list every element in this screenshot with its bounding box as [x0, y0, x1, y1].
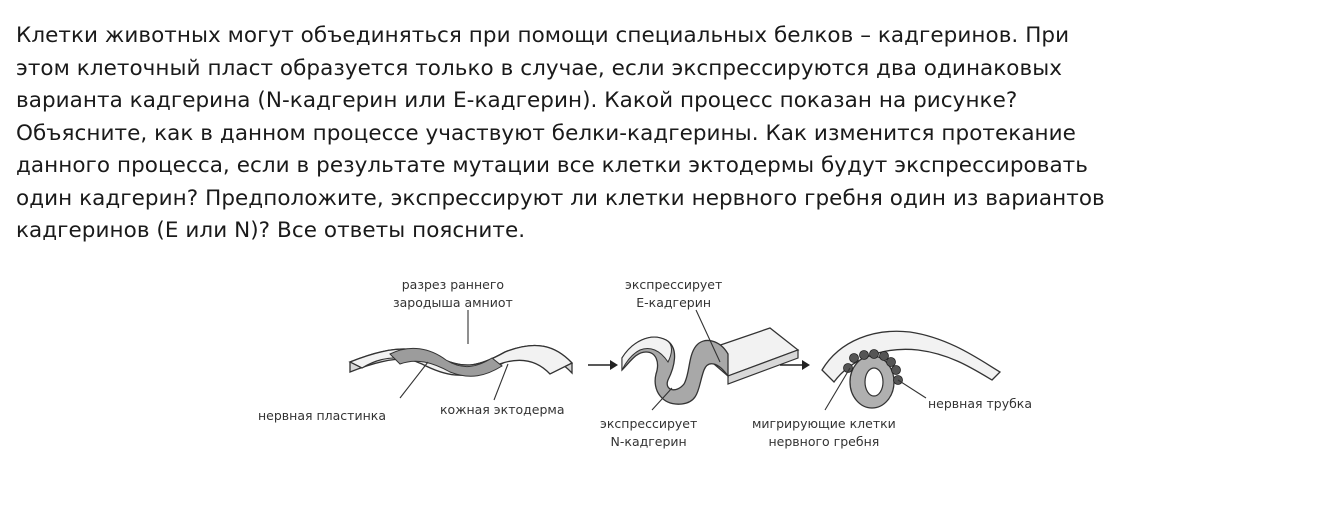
leader-lines	[399, 309, 927, 411]
label-expresses-e-cadherin: экспрессирует E-кадгерин	[625, 276, 722, 312]
question-line: данного процесса, если в результате мута…	[16, 153, 1088, 178]
question-line: Клетки животных могут объединяться при п…	[16, 23, 1070, 48]
label-expresses-n-line1: экспрессирует	[600, 416, 698, 431]
skin-ectoderm-right-edge	[727, 349, 799, 385]
arrow-2	[780, 360, 810, 370]
stage-neural-folds	[621, 327, 800, 405]
question-text: Клетки животных могут объединяться при п…	[16, 20, 1311, 248]
label-section: разрез раннего зародыша амниот	[393, 276, 513, 312]
label-section-line1: разрез раннего	[401, 277, 505, 292]
neural-fold-highlight	[621, 336, 672, 371]
neural-tube-lumen	[864, 367, 884, 397]
question-line: этом клеточный пласт образуется только в…	[16, 55, 1063, 81]
label-section-line2: зародыша амниот	[393, 295, 513, 310]
arrow-1	[588, 360, 618, 370]
question-line: кадгеринов (E или N)? Все ответы пояснит…	[16, 218, 526, 243]
label-neural-tube: нервная трубка	[928, 396, 1033, 411]
covering-ectoderm	[821, 330, 1002, 383]
label-expresses-n-cadherin: экспрессирует N-кадгерин	[600, 415, 697, 451]
label-skin-ectoderm: кожная эктодерма	[440, 402, 565, 417]
label-migrating-line2: нервного гребня	[768, 434, 880, 449]
question-line: варианта кадгерина (N-кадгерин или E-кад…	[16, 88, 1018, 113]
neurulation-figure: разрез раннего зародыша амниот экспресси…	[250, 270, 1050, 460]
neural-plate-region	[389, 347, 503, 377]
label-neural-plate: нервная пластинка	[258, 408, 386, 423]
label-migrating-line1: мигрирующие клетки	[752, 416, 896, 431]
neural-fold	[621, 336, 729, 405]
stage-neural-tube	[821, 330, 1002, 409]
label-expresses-e-line2: E-кадгерин	[636, 295, 711, 310]
neurulation-diagram	[348, 309, 1002, 411]
question-line: один кадгерин? Предположите, экспрессиру…	[16, 185, 1105, 211]
label-expresses-e-line1: экспрессирует	[625, 277, 723, 292]
question-line: Объясните, как в данном процессе участву…	[16, 120, 1076, 146]
stage-neural-plate	[348, 344, 574, 377]
label-expresses-n-line2: N-кадгерин	[610, 434, 687, 449]
label-migrating-cells: мигрирующие клетки нервного гребня	[752, 415, 896, 451]
